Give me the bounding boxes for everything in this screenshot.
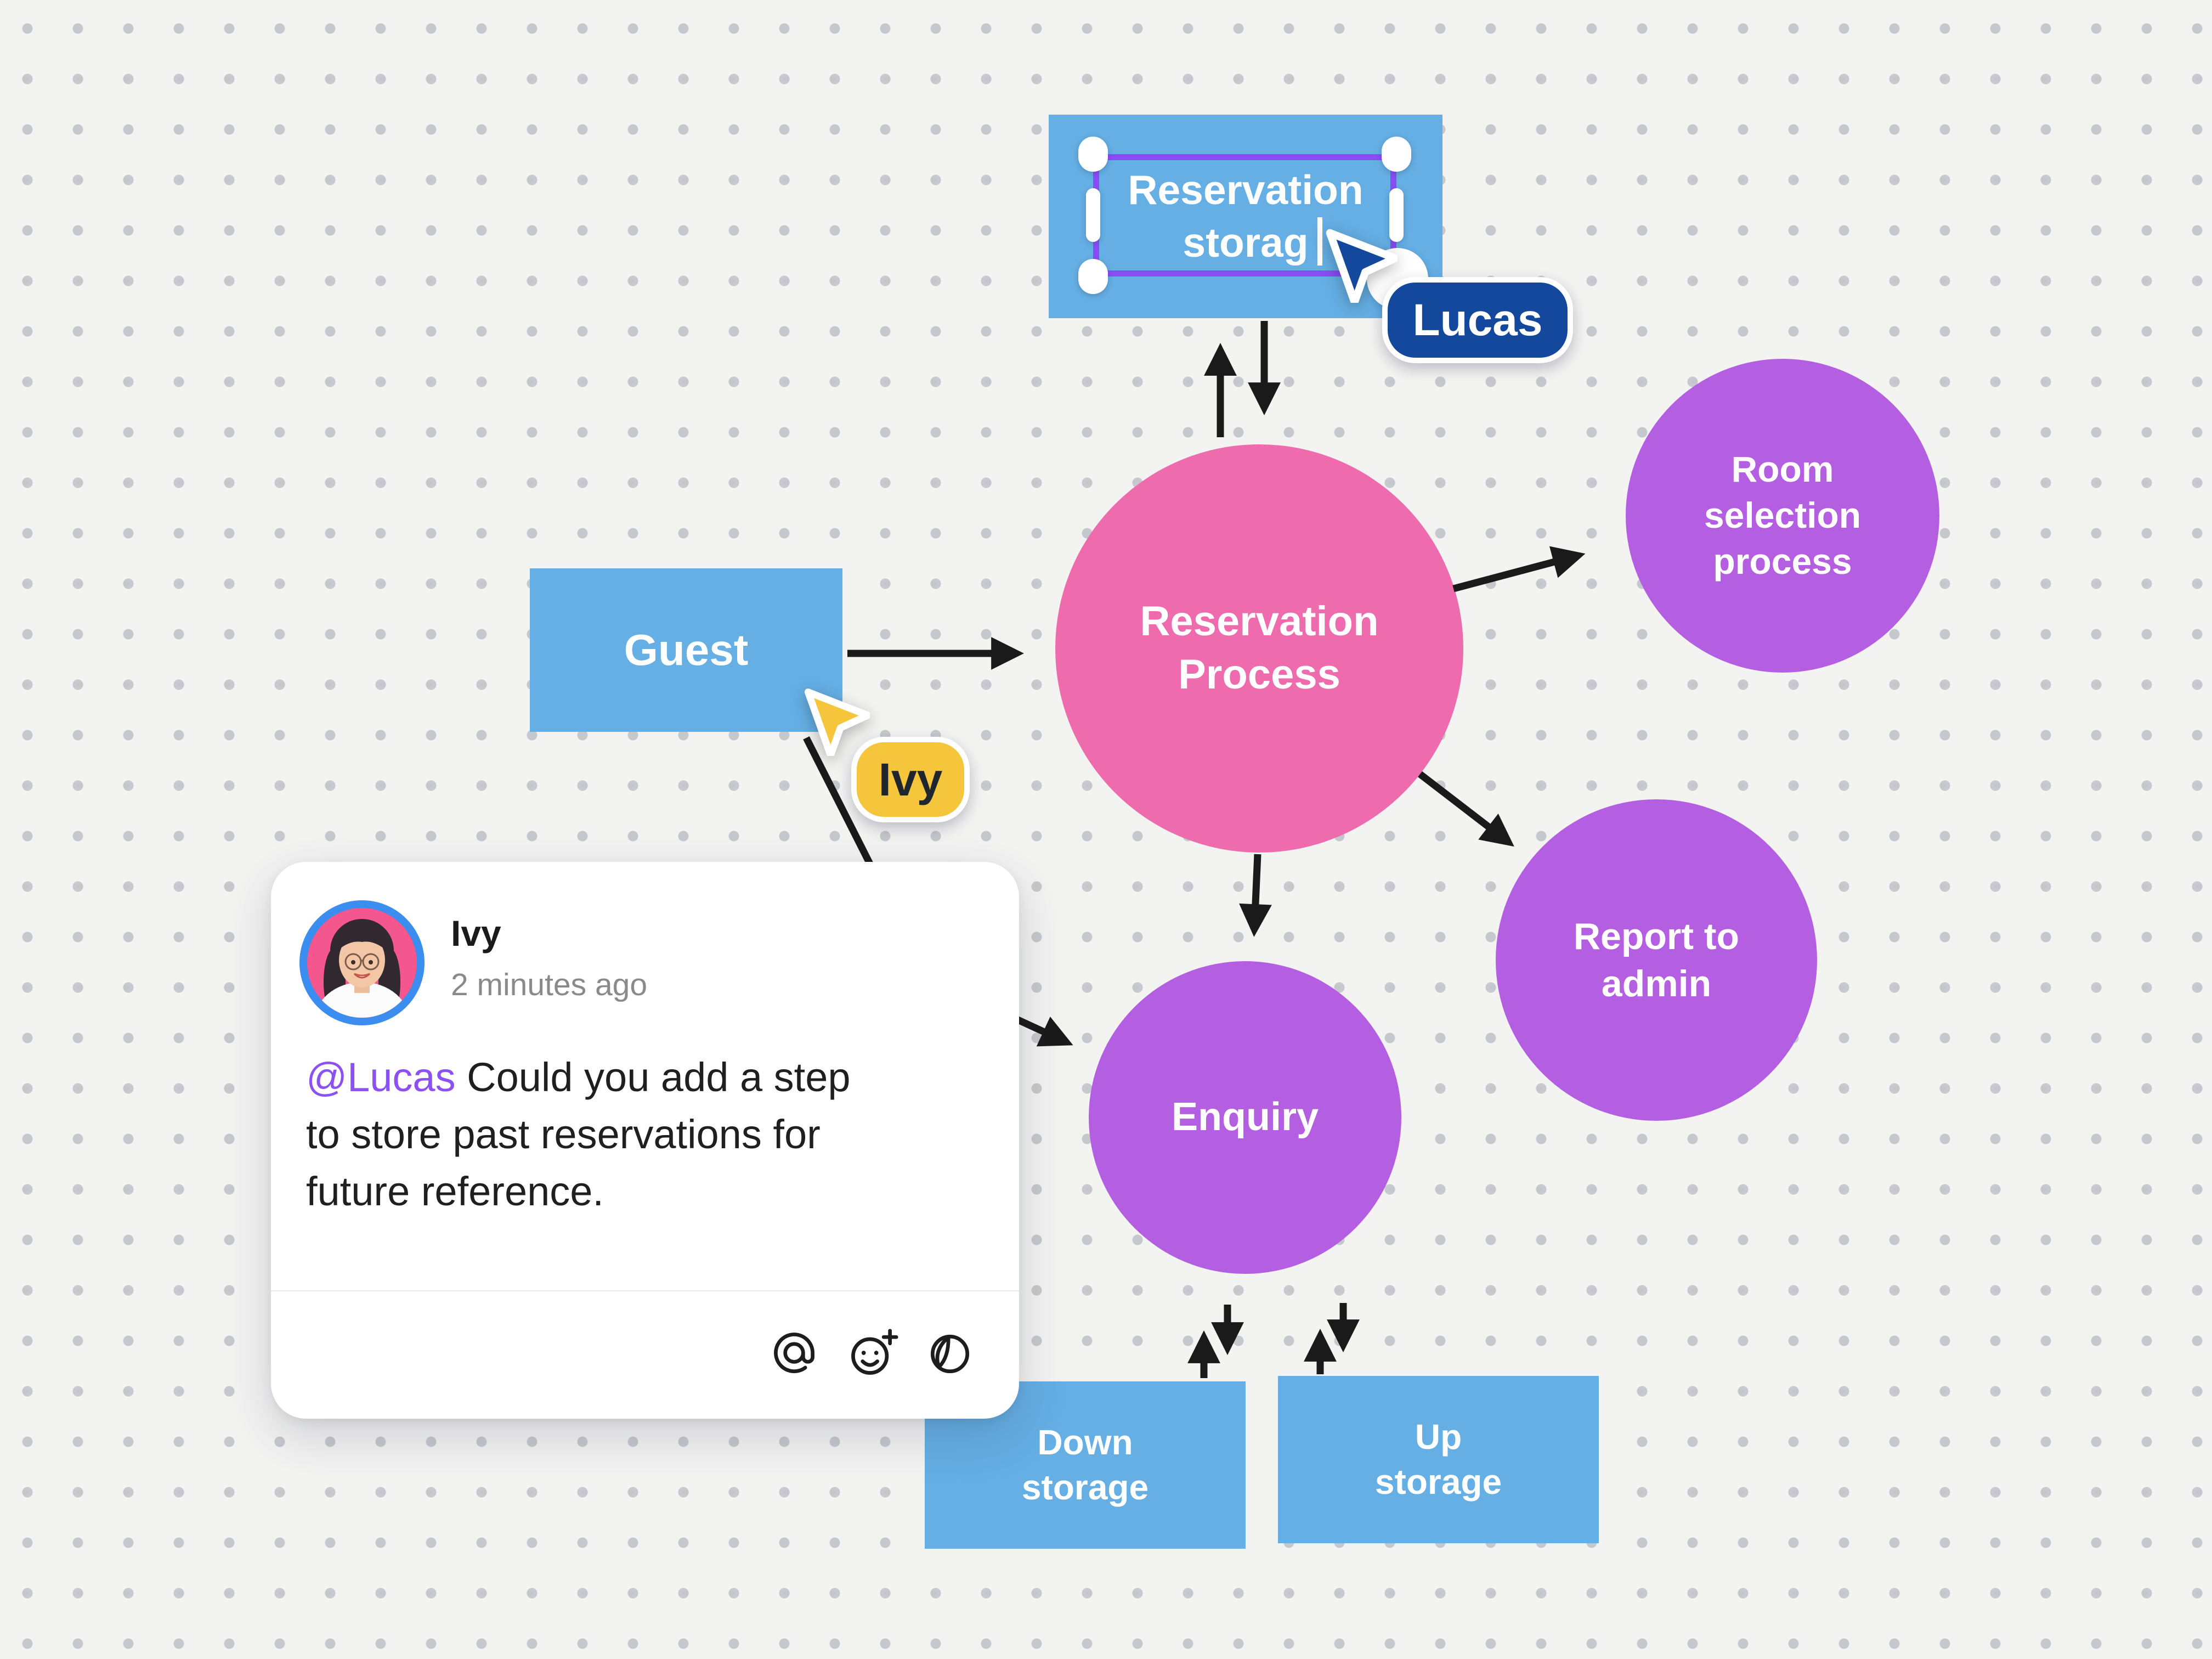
comment-text: Could you add a step to store past reser… — [306, 1054, 851, 1214]
connector-process-to-enquiry[interactable] — [1239, 854, 1272, 937]
node-reservation-process[interactable]: Reservation Process — [1055, 444, 1463, 853]
comment-actions — [768, 1327, 976, 1379]
resize-handle-right-mid[interactable] — [1389, 188, 1404, 242]
mention-button[interactable] — [768, 1327, 821, 1379]
resize-handle-bottom-left[interactable] — [1078, 259, 1108, 294]
comment-author: Ivy — [451, 913, 501, 953]
ivy-cursor-label: Ivy — [851, 737, 970, 822]
node-room-selection-process[interactable]: Room selection process — [1626, 359, 1939, 673]
resize-handle-left-mid[interactable] — [1086, 188, 1100, 242]
connector-process-to-room[interactable] — [1452, 546, 1586, 592]
resize-handle-top-right[interactable] — [1382, 137, 1411, 172]
ivy-name: Ivy — [878, 753, 943, 805]
comment-divider — [271, 1290, 1019, 1291]
comment-timestamp: 2 minutes ago — [451, 967, 648, 1002]
node-up-storage[interactable]: Up storage — [1278, 1376, 1599, 1543]
lucas-cursor-icon — [1326, 229, 1398, 303]
ivy-cursor-icon — [804, 689, 870, 756]
avatar — [299, 900, 425, 1025]
lucas-name: Lucas — [1412, 295, 1543, 345]
sticker-icon[interactable] — [924, 1327, 976, 1379]
comment-body: @Lucas Could you add a step to store pas… — [306, 1049, 992, 1220]
add-emoji-icon[interactable] — [846, 1327, 898, 1379]
node-guest[interactable]: Guest — [530, 568, 842, 732]
connector-process-to-report[interactable] — [1418, 771, 1514, 847]
node-report-to-admin[interactable]: Report to admin — [1496, 799, 1817, 1121]
resize-handle-top-left[interactable] — [1078, 137, 1108, 172]
text-caret — [1317, 217, 1322, 266]
mention-link[interactable]: @Lucas — [306, 1054, 456, 1100]
node-enquiry[interactable]: Enquiry — [1089, 961, 1401, 1274]
lucas-cursor-label: Lucas — [1382, 277, 1573, 363]
connector-guest-to-enquiry-lower[interactable] — [1009, 1013, 1073, 1047]
